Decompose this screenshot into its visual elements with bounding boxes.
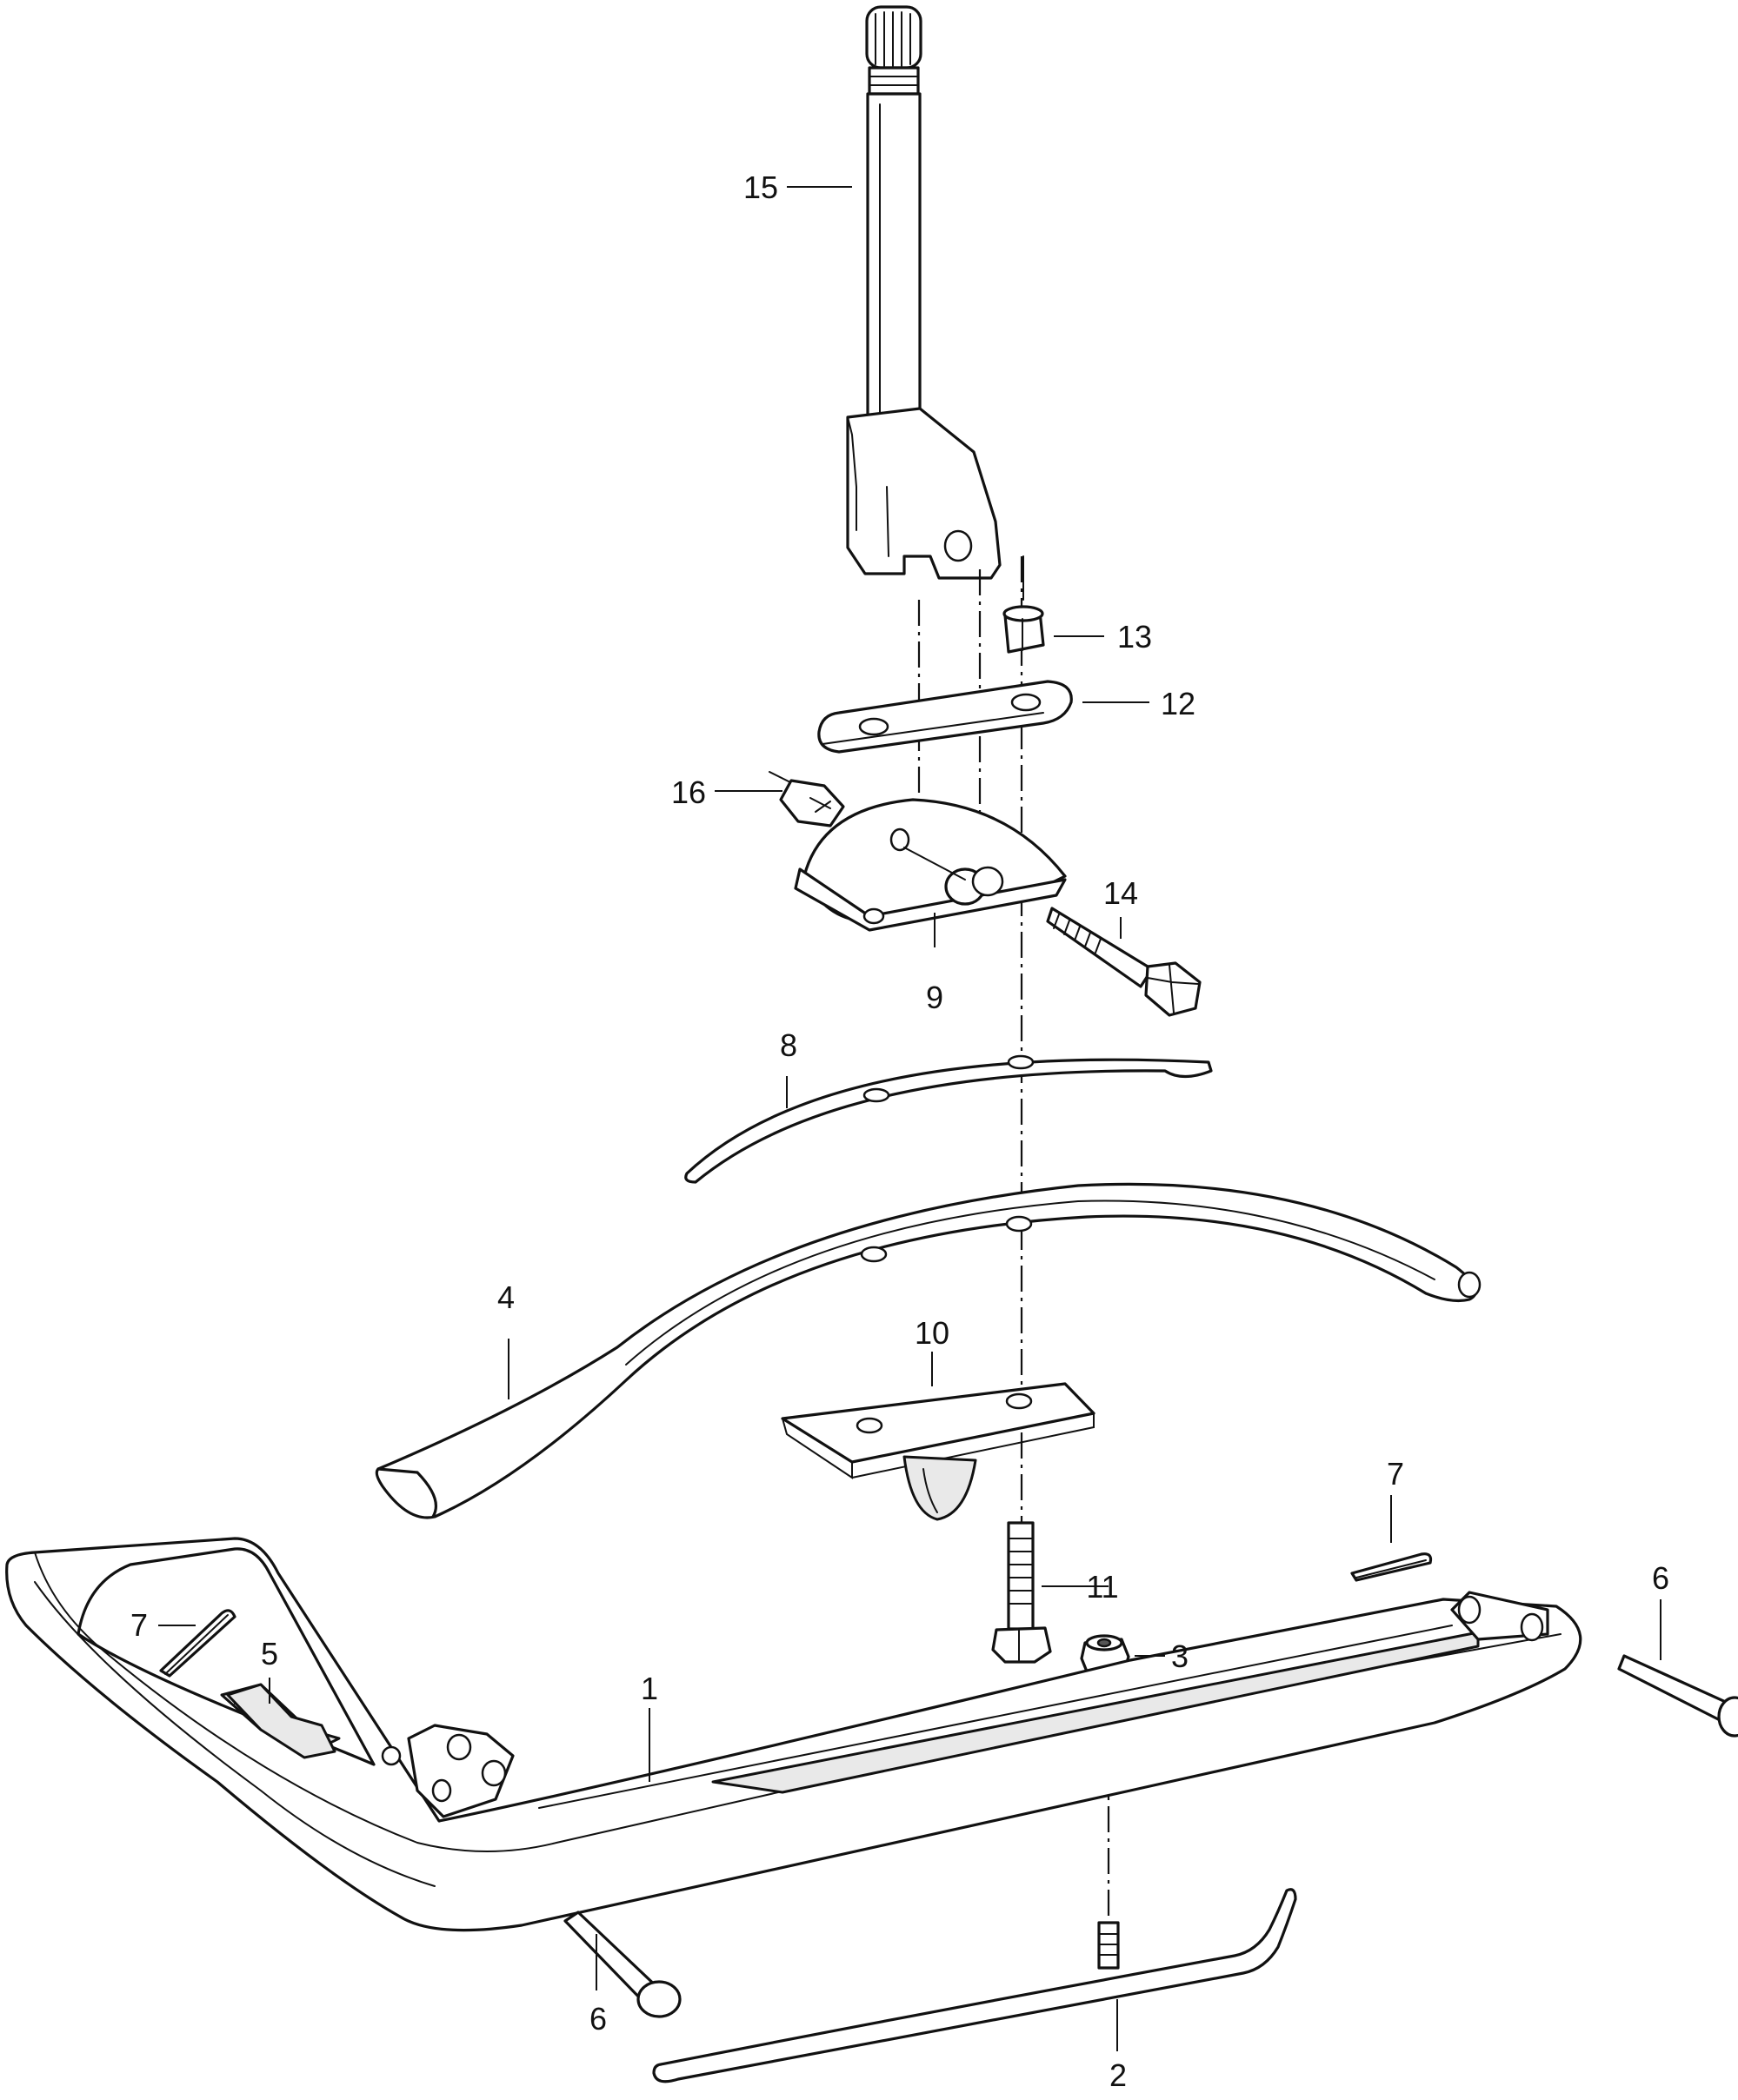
callout-2: 2 bbox=[1109, 2057, 1127, 2093]
callout-7-right: 7 bbox=[1387, 1456, 1404, 1492]
nut-part-13 bbox=[1002, 555, 1045, 654]
callout-16: 16 bbox=[671, 774, 706, 810]
callout-6-right: 6 bbox=[1652, 1560, 1669, 1596]
link-plate-part-12 bbox=[817, 680, 1073, 754]
callout-4: 4 bbox=[497, 1279, 515, 1315]
spindle-part-15 bbox=[846, 5, 1002, 580]
callout-6-bottom: 6 bbox=[589, 2001, 607, 2037]
callout-13: 13 bbox=[1117, 619, 1152, 655]
pin-part-6-bottom bbox=[563, 1911, 682, 2018]
wear-plate-part-10 bbox=[781, 1382, 1095, 1521]
callout-7-left: 7 bbox=[130, 1607, 148, 1643]
callout-12: 12 bbox=[1161, 686, 1195, 721]
callout-1: 1 bbox=[641, 1671, 658, 1706]
bolt-part-11 bbox=[991, 1521, 1052, 1664]
cotter-pin-part-7-left bbox=[159, 1609, 236, 1678]
ski-bracket-part-9 bbox=[794, 798, 1067, 932]
callout-10: 10 bbox=[915, 1315, 949, 1351]
callout-3: 3 bbox=[1171, 1638, 1189, 1674]
ski-part-1 bbox=[5, 1537, 1582, 1932]
leader-lines bbox=[158, 186, 1661, 2051]
callout-8: 8 bbox=[780, 1027, 797, 1063]
callout-15: 15 bbox=[743, 169, 778, 205]
runner-bar-part-2 bbox=[652, 1888, 1297, 2083]
bolt-part-14 bbox=[1046, 907, 1202, 1017]
nut-part-16 bbox=[769, 771, 845, 827]
spring-leaf-part-8 bbox=[684, 1054, 1213, 1184]
callout-9: 9 bbox=[926, 980, 943, 1015]
callout-14: 14 bbox=[1103, 875, 1138, 911]
clip-part-5 bbox=[226, 1683, 336, 1759]
callout-5: 5 bbox=[261, 1636, 278, 1671]
callout-11: 11 bbox=[1086, 1569, 1118, 1605]
pin-part-6-right bbox=[1617, 1654, 1738, 1738]
cotter-pin-part-7-right bbox=[1350, 1552, 1433, 1582]
callout-labels: 15 13 12 16 14 9 8 4 10 11 3 7 7 5 1 6 6… bbox=[130, 169, 1669, 2093]
spring-leaf-part-4 bbox=[375, 1182, 1482, 1519]
